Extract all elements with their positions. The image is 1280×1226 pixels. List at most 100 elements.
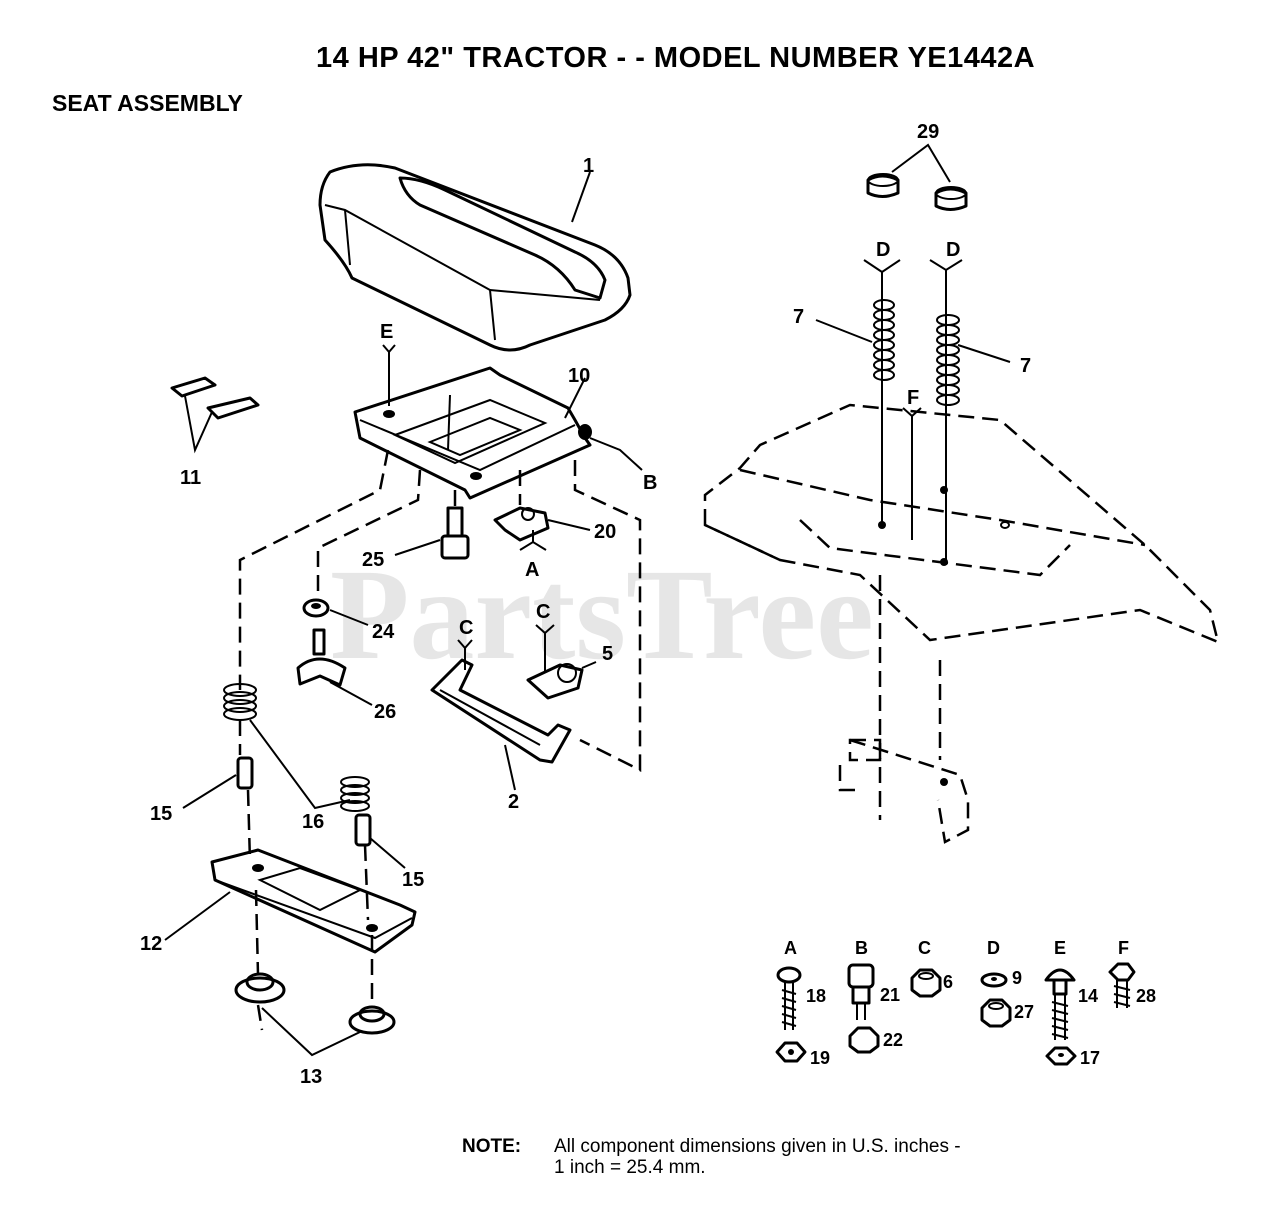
leader-1: [571, 171, 591, 223]
callout-c-left: C: [459, 617, 473, 639]
hardware-part-19[interactable]: [775, 1041, 807, 1063]
callout-26: 26: [374, 701, 396, 723]
section-title: SEAT ASSEMBLY: [52, 90, 243, 116]
arrow-c-right: [535, 624, 555, 672]
watermark: PartsTree: [330, 543, 874, 687]
hardware-part-22[interactable]: [848, 1026, 880, 1054]
arrow-a: [519, 530, 547, 551]
callout-12: 12: [140, 933, 162, 955]
hardware-part-14[interactable]: [1044, 968, 1076, 1040]
callout-20: 20: [594, 521, 616, 543]
hardware-letter-d: D: [987, 938, 1000, 958]
leader-25: [394, 539, 441, 556]
callout-b: B: [643, 472, 657, 494]
leader-26: [329, 681, 373, 706]
leader-10: [564, 377, 586, 419]
hardware-number-28: 28: [1136, 986, 1156, 1006]
callout-f: F: [907, 387, 919, 409]
leader-20: [547, 519, 591, 531]
hardware-letter-a: A: [784, 938, 797, 958]
callout-15-left: 15: [150, 803, 172, 825]
leader-15b: [369, 837, 406, 869]
bolt-part-25[interactable]: [440, 506, 470, 560]
arrow-f: [902, 407, 922, 540]
leader-7a: [815, 319, 873, 343]
callout-11: 11: [180, 467, 201, 489]
hardware-letter-c: C: [918, 938, 931, 958]
hardware-letter-f: F: [1118, 938, 1129, 958]
callout-d-left: D: [876, 239, 890, 261]
leader-24: [329, 609, 369, 626]
leader-11: [184, 395, 213, 454]
arrow-b: [589, 437, 643, 471]
callout-25: 25: [362, 549, 384, 571]
hardware-number-19: 19: [810, 1048, 830, 1068]
hardware-part-27[interactable]: [980, 998, 1012, 1028]
hardware-part-9[interactable]: [980, 972, 1008, 988]
cap-part-29[interactable]: [866, 173, 968, 211]
rod-spring-part-7[interactable]: [863, 259, 963, 566]
callout-d-right: D: [946, 239, 960, 261]
callout-13: 13: [300, 1066, 322, 1088]
callout-7-left: 7: [793, 306, 804, 328]
seat-pan-part-10[interactable]: [353, 366, 592, 500]
callout-10: 10: [568, 365, 590, 387]
clip-part-11[interactable]: [170, 376, 260, 420]
callout-1: 1: [583, 155, 594, 177]
hardware-part-17[interactable]: [1045, 1046, 1077, 1066]
hardware-number-21: 21: [880, 985, 900, 1005]
callout-15-right: 15: [402, 869, 424, 891]
seat-part-1[interactable]: [318, 163, 632, 352]
leader-15a: [182, 774, 237, 809]
leader-29: [891, 143, 951, 183]
spacer-part-15[interactable]: [236, 756, 372, 847]
plate-part-12[interactable]: [210, 848, 417, 954]
bushing-part-13[interactable]: [234, 972, 396, 1035]
callout-29: 29: [917, 121, 939, 143]
hardware-number-22: 22: [883, 1030, 903, 1050]
hardware-number-14: 14: [1078, 986, 1098, 1006]
callout-7-right: 7: [1020, 355, 1031, 377]
hardware-legend: [775, 962, 1136, 1066]
callout-5: 5: [602, 643, 613, 665]
arrow-e: [382, 344, 396, 406]
leader-5: [581, 661, 597, 669]
washer-part-24[interactable]: [302, 598, 330, 618]
fender-outline: [703, 403, 1220, 844]
callout-16: 16: [302, 811, 324, 833]
assembly-guide-lines-left: [238, 449, 642, 1031]
hardware-part-28[interactable]: [1108, 962, 1136, 1008]
hardware-part-21[interactable]: [847, 963, 875, 1020]
callout-24: 24: [372, 621, 395, 643]
clamp-part-20[interactable]: [493, 506, 550, 542]
callout-2: 2: [508, 791, 519, 813]
leader-13: [261, 1007, 361, 1057]
callout-c-right: C: [536, 601, 550, 623]
hardware-part-18[interactable]: [776, 966, 802, 1030]
hardware-number-27: 27: [1014, 1002, 1034, 1022]
hardware-number-18: 18: [806, 986, 826, 1006]
hardware-letter-e: E: [1054, 938, 1066, 958]
leader-16: [249, 719, 351, 810]
callout-a: A: [525, 559, 539, 581]
page-title: 14 HP 42" TRACTOR - - MODEL NUMBER YE144…: [316, 42, 1036, 74]
knob-part-26[interactable]: [296, 628, 347, 687]
hardware-number-9: 9: [1012, 968, 1022, 988]
arrow-c-left: [457, 639, 473, 670]
leader-2: [504, 744, 516, 791]
spring-part-16[interactable]: [223, 683, 370, 812]
leader-7b: [957, 344, 1011, 363]
note-text: All component dimensions given in U.S. i…: [554, 1136, 961, 1178]
callout-e: E: [380, 321, 393, 343]
clamp-part-5[interactable]: [526, 663, 584, 700]
note-line-2: 1 inch = 25.4 mm.: [554, 1157, 706, 1178]
hardware-part-6[interactable]: [910, 968, 942, 998]
hardware-number-17: 17: [1080, 1048, 1100, 1068]
note-label: NOTE:: [462, 1136, 522, 1157]
hardware-number-6: 6: [943, 972, 953, 992]
hardware-letter-b: B: [855, 938, 868, 958]
note-line-1: All component dimensions given in U.S. i…: [554, 1136, 961, 1157]
bracket-part-2[interactable]: [430, 658, 572, 764]
leader-12: [164, 891, 231, 941]
